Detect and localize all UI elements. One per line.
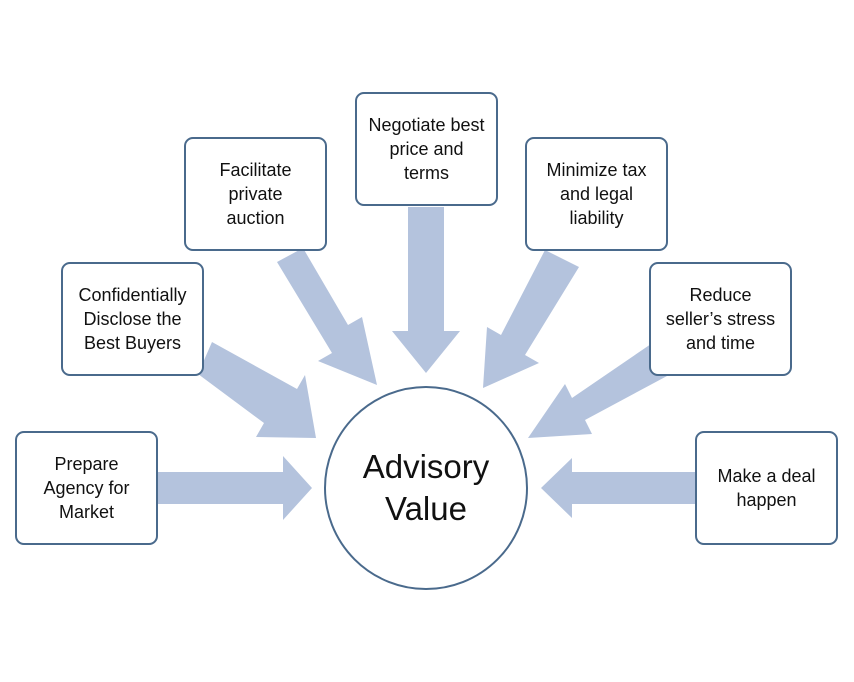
box-facilitate-auction-label: Facilitate private auction xyxy=(219,160,292,228)
box-prepare-agency-label: Prepare Agency for Market xyxy=(43,454,130,522)
arrow-tax xyxy=(483,250,579,388)
box-reduce-stress: Reduce seller’s stress and time xyxy=(649,262,792,376)
arrow-deal xyxy=(541,458,696,518)
box-prepare-agency: Prepare Agency for Market xyxy=(15,431,158,545)
box-minimize-tax: Minimize tax and legal liability xyxy=(525,137,668,251)
arrow-negotiate xyxy=(392,207,460,373)
advisory-value-label: Advisory Value xyxy=(362,448,490,527)
box-make-deal: Make a deal happen xyxy=(695,431,838,545)
arrow-stress xyxy=(528,344,667,438)
box-reduce-stress-label: Reduce seller’s stress and time xyxy=(665,285,776,353)
arrow-auction xyxy=(277,248,377,385)
box-facilitate-auction: Facilitate private auction xyxy=(184,137,327,251)
box-negotiate-price-label: Negotiate best price and terms xyxy=(368,115,485,183)
arrow-disclose xyxy=(198,342,316,438)
box-confidentially-disclose-label: Confidentially Disclose the Best Buyers xyxy=(78,285,187,353)
box-make-deal-label: Make a deal happen xyxy=(717,466,816,510)
box-minimize-tax-label: Minimize tax and legal liability xyxy=(546,160,647,228)
box-negotiate-price: Negotiate best price and terms xyxy=(355,92,498,206)
arrow-prepare xyxy=(158,456,312,520)
box-confidentially-disclose: Confidentially Disclose the Best Buyers xyxy=(61,262,204,376)
advisory-value-circle: Advisory Value xyxy=(324,386,528,590)
